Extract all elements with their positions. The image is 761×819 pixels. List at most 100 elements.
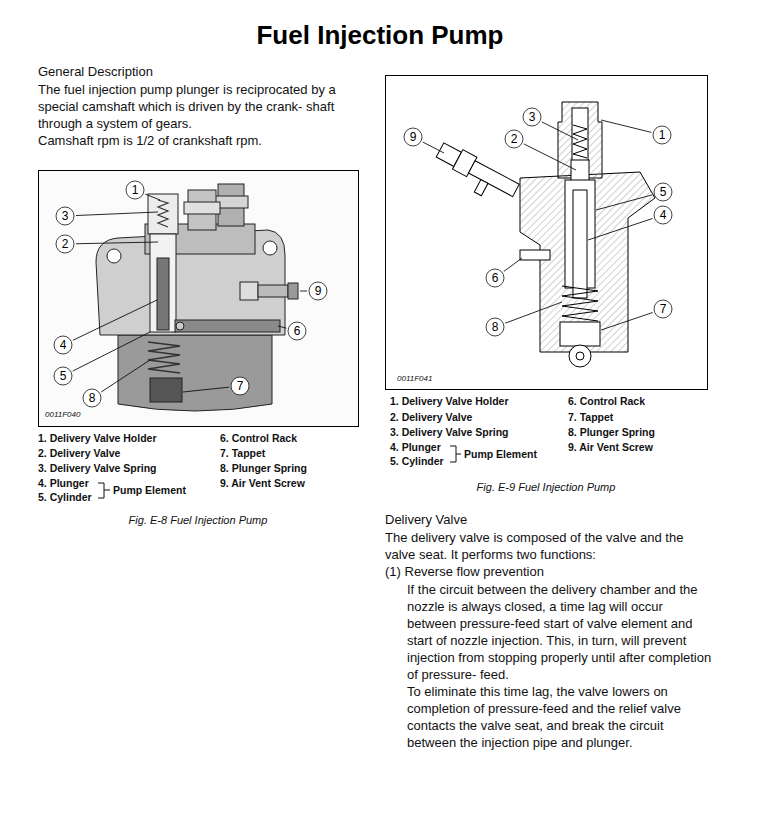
callout-circle <box>54 336 72 354</box>
callout-circle <box>653 126 671 144</box>
callout-circle <box>231 377 249 395</box>
callout-number: 9 <box>315 284 322 298</box>
figure-e8 <box>39 171 359 427</box>
callout-number: 2 <box>511 132 518 146</box>
callout-number: 6 <box>492 271 499 285</box>
callout-number: 9 <box>410 130 417 144</box>
legend-item: 7. Tappet <box>220 447 265 460</box>
figure-e9-part <box>386 76 708 390</box>
leader-line <box>145 194 160 200</box>
page-title: Fuel Injection Pump <box>256 20 503 50</box>
legend-item: 5. Cylinder <box>38 491 92 504</box>
figure-e9-part <box>560 322 600 346</box>
figure-e8-part <box>118 335 272 411</box>
figure-e8-part <box>157 258 169 330</box>
body-text: (1) Reverse flow prevention <box>385 563 544 580</box>
section-heading: General Description <box>38 64 153 79</box>
figure-e9-part <box>520 172 655 352</box>
body-text: The delivery valve is composed of the va… <box>385 529 711 563</box>
figure-e8-part <box>148 194 178 234</box>
callout-circle <box>523 108 541 126</box>
callout-number: 2 <box>62 237 69 251</box>
legend-item: 9. Air Vent Screw <box>220 477 305 490</box>
figure-code: 0011F041 <box>397 374 432 384</box>
callout-number: 3 <box>529 110 536 124</box>
body-text: To eliminate this time lag, the valve lo… <box>407 683 713 751</box>
figure-caption: Fig. E-9 Fuel Injection Pump <box>477 480 616 494</box>
figure-e8-part <box>150 378 182 402</box>
callout-number: 4 <box>60 338 67 352</box>
figure-e9-part-part <box>474 180 488 196</box>
callout-circle <box>654 300 672 318</box>
leader-line <box>601 120 651 132</box>
callout-number: 3 <box>62 209 69 223</box>
leader-line <box>596 195 652 210</box>
figure-e8-part <box>184 202 220 214</box>
pump-element-bracket-part <box>98 483 110 498</box>
callout-circle <box>654 183 672 201</box>
leader-line <box>76 212 158 216</box>
figure-e9-part <box>520 250 550 260</box>
legend-item: 9. Air Vent Screw <box>568 441 653 454</box>
leader-line <box>588 218 653 240</box>
figure-e8-part <box>288 283 298 299</box>
figure-e9-part <box>576 352 584 360</box>
legend-item: 2. Delivery Valve <box>38 447 120 460</box>
callout-number: 6 <box>294 324 301 338</box>
figure-e8-part <box>148 342 180 373</box>
figure-e8-part <box>240 282 258 300</box>
figure-e9 <box>386 76 708 390</box>
callout-number: 8 <box>89 391 96 405</box>
figure-e8-part <box>176 322 184 330</box>
callout-number: 7 <box>660 302 667 316</box>
callout-circle <box>83 389 101 407</box>
callout-number: 1 <box>132 183 139 197</box>
callout-circle <box>654 206 672 224</box>
figure-e8-part <box>263 241 277 255</box>
leader-lines <box>54 108 672 407</box>
body-text: Camshaft rpm is 1/2 of crankshaft rpm. <box>38 132 262 149</box>
legend-item: 1. Delivery Valve Holder <box>390 395 508 408</box>
legend-item: 5. Cylinder <box>390 455 444 468</box>
callout-number: 5 <box>660 185 667 199</box>
leader-line <box>183 387 229 392</box>
pump-element-bracket-part <box>450 446 461 462</box>
legend-item: 6. Control Rack <box>568 395 645 408</box>
legend-item: 3. Delivery Valve Spring <box>390 426 508 439</box>
callout-circle <box>54 367 72 385</box>
callout-circle <box>288 322 306 340</box>
legend-item: 4. Plunger <box>390 441 441 454</box>
legend-item: 8. Plunger Spring <box>220 462 307 475</box>
callout-number: 8 <box>492 320 499 334</box>
figure-e8-part <box>158 200 168 227</box>
figure-e9-part <box>562 286 598 321</box>
callout-circle <box>505 130 523 148</box>
legend-item: 6. Control Rack <box>220 432 297 445</box>
leader-line <box>300 291 307 292</box>
leader-line <box>101 360 150 392</box>
legend-item: 8. Plunger Spring <box>568 426 655 439</box>
callout-circle <box>56 235 74 253</box>
figure-e9-part <box>430 140 521 209</box>
callout-circle <box>486 269 504 287</box>
legend-item: 7. Tappet <box>568 411 613 424</box>
callout-circle <box>404 128 422 146</box>
leader-line <box>73 300 157 340</box>
leader-line <box>505 302 562 323</box>
leader-line <box>73 332 150 371</box>
figure-e8-part <box>107 249 121 263</box>
callout-number: 1 <box>659 128 666 142</box>
callout-number: 4 <box>660 208 667 222</box>
callout-circle <box>126 181 144 199</box>
figure-code: 0011F040 <box>45 410 80 420</box>
callout-circle <box>309 282 327 300</box>
callout-number: 5 <box>60 369 67 383</box>
figure-caption: Fig. E-8 Fuel Injection Pump <box>129 513 268 527</box>
figure-e8-part <box>39 171 359 427</box>
body-text: If the circuit between the delivery cham… <box>407 581 713 683</box>
leader-line <box>542 122 578 140</box>
figure-e9-part <box>573 125 587 158</box>
figure-e9-part <box>571 160 589 182</box>
leader-line <box>601 313 653 330</box>
